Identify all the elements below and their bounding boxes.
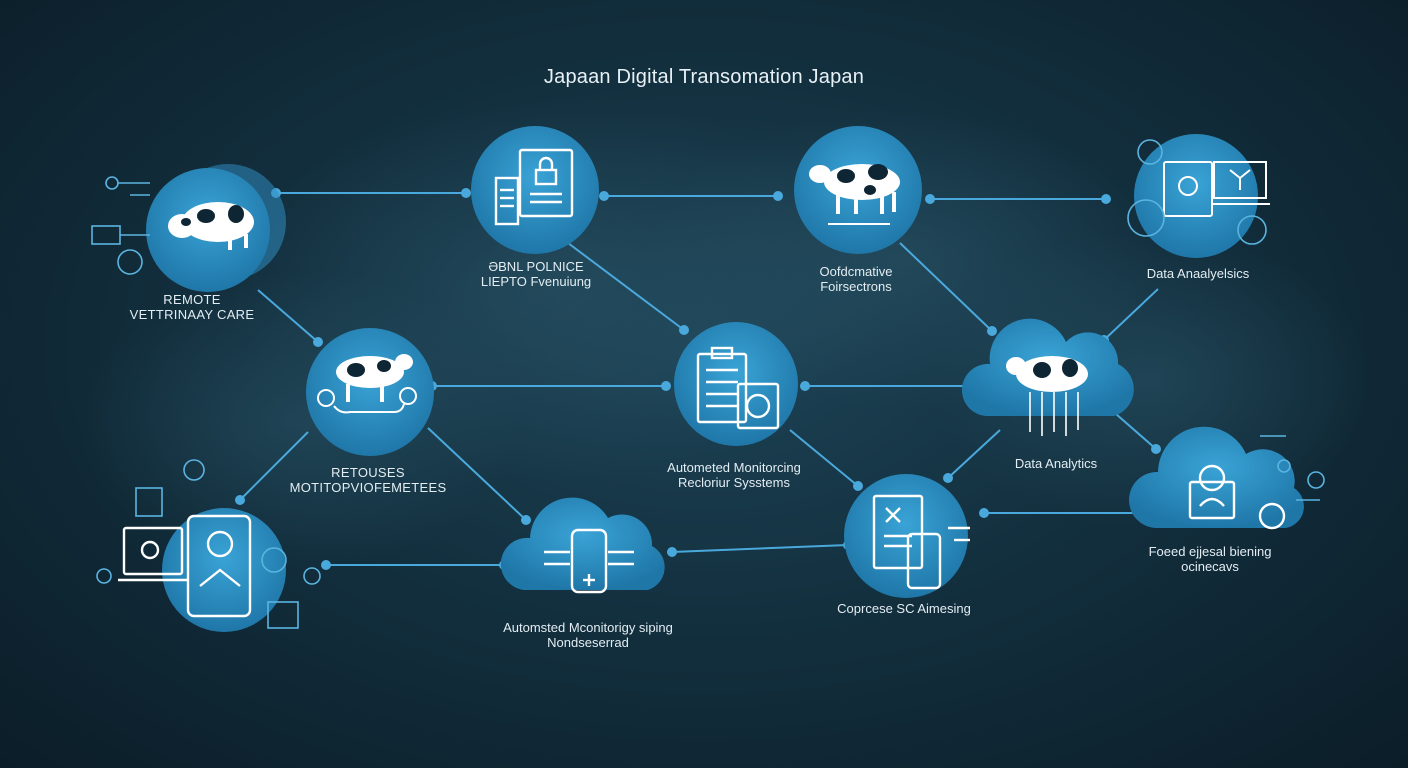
link-line — [427, 427, 527, 521]
cow-icon — [809, 164, 900, 225]
cow-monitor-icon — [317, 354, 417, 414]
side-icons-left — [91, 176, 150, 275]
node-remote-vet — [146, 164, 286, 292]
link-line — [789, 429, 859, 487]
node-data-analytics-2 — [961, 318, 1134, 436]
node-automated-monitorigy — [500, 497, 665, 594]
label-coprcese: Coprcese SC Aimesing — [837, 601, 971, 616]
clipboard-icon — [696, 346, 780, 430]
node-data-analytics-1 — [1127, 134, 1270, 258]
computer-gears-icon — [1163, 161, 1270, 217]
page-title: Japaan Digital Transomation Japan — [543, 66, 865, 88]
link-line — [899, 242, 993, 332]
link-line — [1115, 413, 1157, 450]
link-line — [257, 289, 319, 343]
label-data-analytics-2: Data Analytics — [1014, 456, 1098, 471]
node-food-cloud — [1128, 426, 1325, 530]
link-line — [1103, 288, 1159, 341]
cloud-cow-icon — [1006, 356, 1088, 436]
document-phone-icon — [872, 494, 970, 590]
node-automated-monitoring — [674, 322, 798, 446]
node-lepto — [471, 126, 599, 254]
label-data-analytics-1: Data Anaalyelsics — [1146, 266, 1250, 281]
mobile-devices-icon — [118, 514, 252, 618]
cloud-lock-icon — [1188, 464, 1286, 530]
document-lock-icon — [494, 148, 574, 226]
link-line — [567, 242, 685, 331]
node-coprcese — [844, 474, 970, 598]
node-retouses — [306, 328, 434, 456]
link-line — [947, 429, 1001, 479]
link-line — [239, 431, 309, 501]
node-mobile-devices — [96, 459, 321, 632]
cow-icon — [168, 202, 254, 250]
node-coordinative — [794, 126, 922, 254]
cloud-medical-icon — [544, 528, 634, 594]
link-line — [671, 544, 849, 553]
